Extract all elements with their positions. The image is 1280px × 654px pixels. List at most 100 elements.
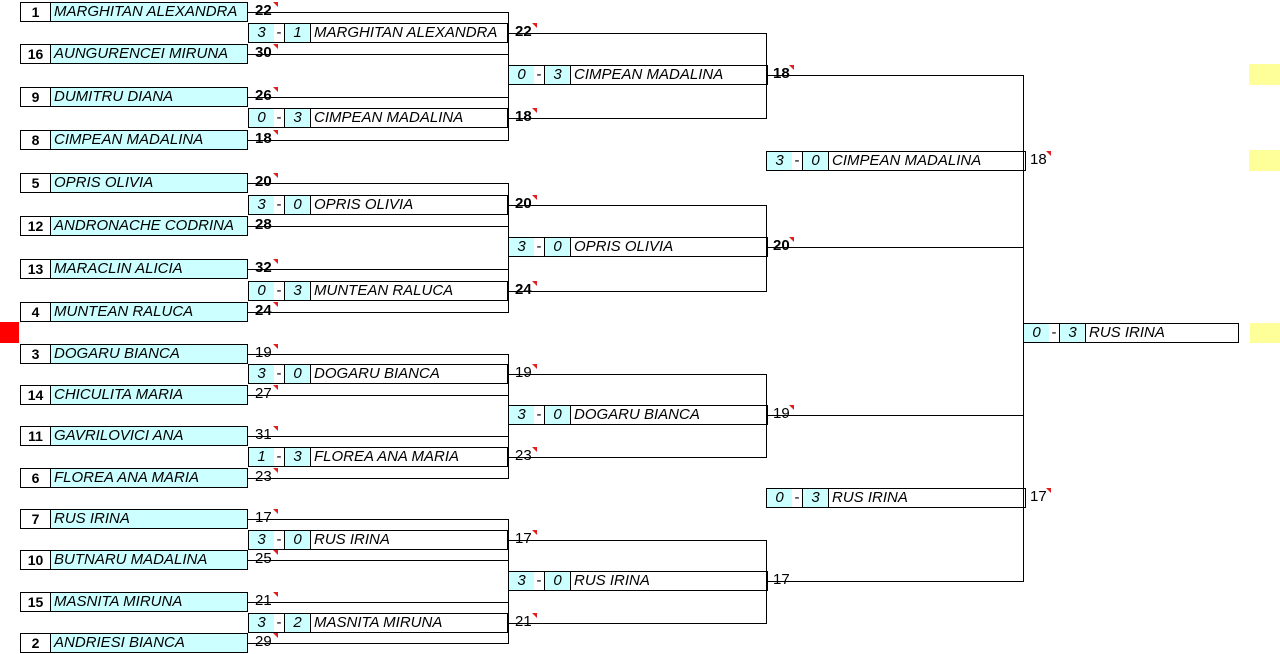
player-score: 28 (255, 216, 272, 233)
player-name[interactable]: GAVRILOVICI ANA (50, 426, 248, 446)
seed-number: 7 (20, 509, 50, 529)
score-separator: - (274, 530, 284, 550)
player-score: 25 (255, 550, 272, 567)
match-score-b[interactable]: 3 (1059, 323, 1085, 343)
match-score-b[interactable]: 0 (284, 195, 310, 215)
match-score-a[interactable]: 3 (248, 530, 274, 550)
match-score-b[interactable]: 0 (802, 151, 828, 171)
bracket-connector-line (248, 602, 508, 603)
match-score-a[interactable]: 3 (248, 613, 274, 633)
match-score-b[interactable]: 3 (802, 488, 828, 508)
comment-marker-icon (273, 259, 278, 264)
match-winner-name[interactable]: OPRIS OLIVIA (310, 195, 508, 215)
player-score: 27 (255, 385, 272, 402)
match-winner-score: 19 (773, 405, 790, 422)
bracket-connector-line (248, 478, 508, 479)
bracket-connector-line (766, 581, 1024, 582)
match-winner-name[interactable]: RUS IRINA (1085, 323, 1239, 343)
match-score-b[interactable]: 0 (544, 237, 570, 257)
comment-marker-icon (273, 87, 278, 92)
comment-marker-icon (532, 108, 537, 113)
match-score-a[interactable]: 0 (508, 65, 534, 85)
match-score-a[interactable]: 3 (248, 23, 274, 43)
seed-number: 16 (20, 44, 50, 64)
seed-number: 3 (20, 344, 50, 364)
comment-marker-icon (273, 44, 278, 49)
player-name[interactable]: DUMITRU DIANA (50, 87, 248, 107)
player-name[interactable]: OPRIS OLIVIA (50, 173, 248, 193)
match-score-a[interactable]: 3 (766, 151, 792, 171)
match-winner-score: 17 (773, 571, 790, 588)
match-winner-name[interactable]: RUS IRINA (310, 530, 508, 550)
match-score-b[interactable]: 3 (284, 447, 310, 467)
player-name[interactable]: CHICULITA MARIA (50, 385, 248, 405)
score-separator: - (274, 613, 284, 633)
player-score: 23 (255, 468, 272, 485)
player-name[interactable]: MARGHITAN ALEXANDRA (50, 2, 248, 22)
match-winner-name[interactable]: MARGHITAN ALEXANDRA (310, 23, 508, 43)
match-score-b[interactable]: 0 (284, 364, 310, 384)
player-name[interactable]: ANDRONACHE CODRINA (50, 216, 248, 236)
match-winner-name[interactable]: OPRIS OLIVIA (570, 237, 768, 257)
player-name[interactable]: MUNTEAN RALUCA (50, 302, 248, 322)
bracket-connector-line (508, 118, 766, 119)
player-name[interactable]: MARACLIN ALICIA (50, 259, 248, 279)
score-separator: - (274, 195, 284, 215)
match-score-a[interactable]: 3 (508, 405, 534, 425)
score-separator: - (274, 23, 284, 43)
match-score-b[interactable]: 0 (544, 405, 570, 425)
seed-number: 1 (20, 2, 50, 22)
match-score-a[interactable]: 3 (508, 237, 534, 257)
bracket-connector-line (248, 519, 508, 520)
match-score-b[interactable]: 1 (284, 23, 310, 43)
match-winner-name[interactable]: CIMPEAN MADALINA (570, 65, 768, 85)
match-score-a[interactable]: 1 (248, 447, 274, 467)
match-winner-score: 20 (515, 195, 532, 212)
score-separator: - (274, 108, 284, 128)
bracket-connector-line (766, 415, 1024, 416)
player-name[interactable]: FLOREA ANA MARIA (50, 468, 248, 488)
match-score-b[interactable]: 3 (284, 281, 310, 301)
match-score-b[interactable]: 3 (544, 65, 570, 85)
player-score: 19 (255, 344, 272, 361)
player-name[interactable]: RUS IRINA (50, 509, 248, 529)
match-score-a[interactable]: 0 (248, 108, 274, 128)
match-winner-score: 22 (515, 23, 532, 40)
match-winner-score: 17 (515, 530, 532, 547)
score-separator: - (274, 281, 284, 301)
match-score-a[interactable]: 0 (248, 281, 274, 301)
player-score: 17 (255, 509, 272, 526)
comment-marker-icon (273, 550, 278, 555)
match-score-a[interactable]: 3 (248, 195, 274, 215)
match-winner-name[interactable]: RUS IRINA (570, 571, 768, 591)
match-winner-name[interactable]: FLOREA ANA MARIA (310, 447, 508, 467)
match-score-b[interactable]: 0 (284, 530, 310, 550)
comment-marker-icon (273, 509, 278, 514)
match-winner-name[interactable]: DOGARU BIANCA (310, 364, 508, 384)
match-score-a[interactable]: 0 (1023, 323, 1049, 343)
player-score: 22 (255, 2, 272, 19)
player-name[interactable]: ANDRIESI BIANCA (50, 633, 248, 653)
match-score-b[interactable]: 2 (284, 613, 310, 633)
match-score-b[interactable]: 0 (544, 571, 570, 591)
match-score-a[interactable]: 0 (766, 488, 792, 508)
player-score: 30 (255, 44, 272, 61)
player-name[interactable]: DOGARU BIANCA (50, 344, 248, 364)
match-score-b[interactable]: 3 (284, 108, 310, 128)
seed-number: 15 (20, 592, 50, 612)
match-winner-name[interactable]: MASNITA MIRUNA (310, 613, 508, 633)
match-winner-name[interactable]: DOGARU BIANCA (570, 405, 768, 425)
match-winner-name[interactable]: MUNTEAN RALUCA (310, 281, 508, 301)
match-winner-name[interactable]: CIMPEAN MADALINA (828, 151, 1026, 171)
bracket-connector-line (766, 33, 767, 119)
comment-marker-icon (273, 592, 278, 597)
player-name[interactable]: MASNITA MIRUNA (50, 592, 248, 612)
score-separator: - (534, 571, 544, 591)
player-name[interactable]: AUNGURENCEI MIRUNA (50, 44, 248, 64)
match-winner-name[interactable]: CIMPEAN MADALINA (310, 108, 508, 128)
player-name[interactable]: BUTNARU MADALINA (50, 550, 248, 570)
match-score-a[interactable]: 3 (508, 571, 534, 591)
player-name[interactable]: CIMPEAN MADALINA (50, 130, 248, 150)
match-score-a[interactable]: 3 (248, 364, 274, 384)
match-winner-name[interactable]: RUS IRINA (828, 488, 1026, 508)
